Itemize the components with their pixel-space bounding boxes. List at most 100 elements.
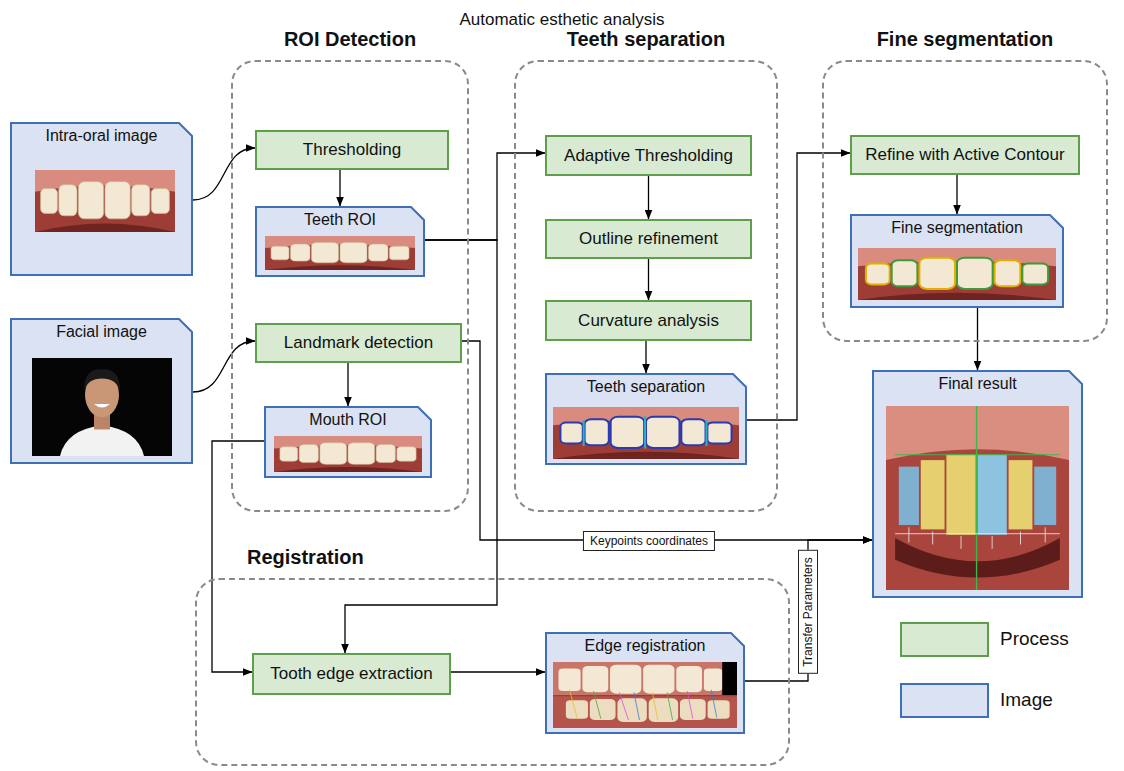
illustration-part xyxy=(265,265,415,270)
illustration-part xyxy=(553,407,739,459)
stage-group: RegistrationTooth edge extractionEdge re… xyxy=(195,578,790,766)
illustration-part xyxy=(1022,264,1048,285)
illustration-part xyxy=(957,258,993,289)
illustration-part xyxy=(553,662,722,695)
illustration-part xyxy=(280,447,298,461)
illustration-part xyxy=(611,417,644,448)
connector xyxy=(648,176,649,219)
mouth-photo xyxy=(265,236,415,270)
image-title: Teeth ROI xyxy=(304,211,376,229)
illustration-part xyxy=(78,182,103,219)
illustration-part xyxy=(858,293,1056,300)
illustration-part xyxy=(593,691,600,719)
illustration-part xyxy=(708,700,730,718)
illustration-part xyxy=(899,467,919,525)
process-label: Thresholding xyxy=(303,140,401,160)
process-box: Outline refinement xyxy=(545,219,752,259)
mouth-photo xyxy=(35,170,175,232)
illustration-part xyxy=(105,182,130,219)
illustration-part xyxy=(707,423,731,444)
image-box-outline xyxy=(546,633,744,733)
connector xyxy=(193,341,255,392)
illustration-part xyxy=(886,406,1069,460)
illustration-part xyxy=(681,419,705,445)
connector xyxy=(347,363,348,406)
illustration-part xyxy=(687,691,693,719)
image-title: Edge registration xyxy=(585,637,706,655)
image-box: Edge registration xyxy=(545,632,745,734)
illustration-part xyxy=(584,416,707,449)
stage-group: ROI DetectionThresholdingTeeth ROILandma… xyxy=(231,60,469,512)
illustration-part xyxy=(895,533,1060,534)
illustration-part xyxy=(908,527,909,542)
connector xyxy=(648,259,649,300)
image-title: Intra-oral image xyxy=(45,127,157,145)
image-box-outline xyxy=(11,319,192,463)
illustration-part xyxy=(265,236,415,270)
edge-registration-photo xyxy=(553,662,737,728)
illustration-part xyxy=(59,185,77,216)
edge-label: Transfer Parameters xyxy=(798,550,818,674)
group-heading: Registration xyxy=(247,546,364,569)
image-box: Facial image xyxy=(10,318,193,464)
connector xyxy=(956,175,957,214)
image-box-outline xyxy=(546,374,746,464)
illustration-part xyxy=(582,666,608,692)
stage-group: Fine segmentationRefine with Active Cont… xyxy=(822,60,1108,342)
illustration-part xyxy=(553,662,737,728)
face-photo xyxy=(32,358,172,456)
process-label: Outline refinement xyxy=(579,229,718,249)
process-box: Curvature analysis xyxy=(545,300,752,341)
illustration-part xyxy=(560,417,731,448)
illustration-part xyxy=(866,264,890,285)
illustration-part xyxy=(376,445,395,463)
final-result-photo xyxy=(886,406,1069,590)
illustration-part xyxy=(397,447,416,461)
illustration-part xyxy=(271,246,289,260)
illustration-part xyxy=(886,406,1069,590)
illustration-part xyxy=(348,443,375,465)
illustration-part xyxy=(858,248,1056,300)
illustration-part xyxy=(32,358,172,456)
illustration-part xyxy=(946,455,975,535)
process-box: Refine with Active Contour xyxy=(850,135,1080,175)
illustration-part xyxy=(299,445,318,463)
connector xyxy=(193,148,255,200)
connector xyxy=(977,308,978,370)
illustration-part xyxy=(280,443,416,465)
illustration-part xyxy=(992,536,993,549)
illustration-part xyxy=(892,260,918,286)
illustration-part xyxy=(866,258,1048,289)
illustration-part xyxy=(553,696,737,728)
illustration-part xyxy=(35,223,175,232)
image-title: Final result xyxy=(938,375,1016,393)
legend-label: Image xyxy=(1000,689,1053,711)
separation-photo xyxy=(553,407,739,459)
process-box: Landmark detection xyxy=(255,323,462,363)
illustration-part xyxy=(41,182,170,219)
image-box-outline xyxy=(256,207,424,276)
process-label: Curvature analysis xyxy=(578,311,719,331)
process-label: Landmark detection xyxy=(284,333,433,353)
mouth-photo xyxy=(274,436,422,472)
illustration-part xyxy=(976,406,977,590)
illustration-part xyxy=(667,692,673,720)
image-title: Mouth ROI xyxy=(309,411,386,429)
illustration-part xyxy=(132,185,150,216)
image-box-outline xyxy=(265,407,431,477)
illustration-part xyxy=(151,189,169,214)
illustration-part xyxy=(978,455,1007,535)
illustration-part xyxy=(41,189,58,214)
legend-label: Process xyxy=(1000,628,1069,650)
illustration-part xyxy=(559,669,581,691)
fine-segmentation-photo xyxy=(858,248,1056,300)
illustration-part xyxy=(995,260,1021,286)
image-box: Intra-oral image xyxy=(10,122,193,276)
illustration-part xyxy=(369,244,389,261)
illustration-part xyxy=(1034,467,1056,525)
illustration-part xyxy=(291,244,311,261)
image-box: Teeth separation xyxy=(545,373,747,465)
illustration-part xyxy=(560,423,582,444)
illustration-part xyxy=(559,665,723,694)
